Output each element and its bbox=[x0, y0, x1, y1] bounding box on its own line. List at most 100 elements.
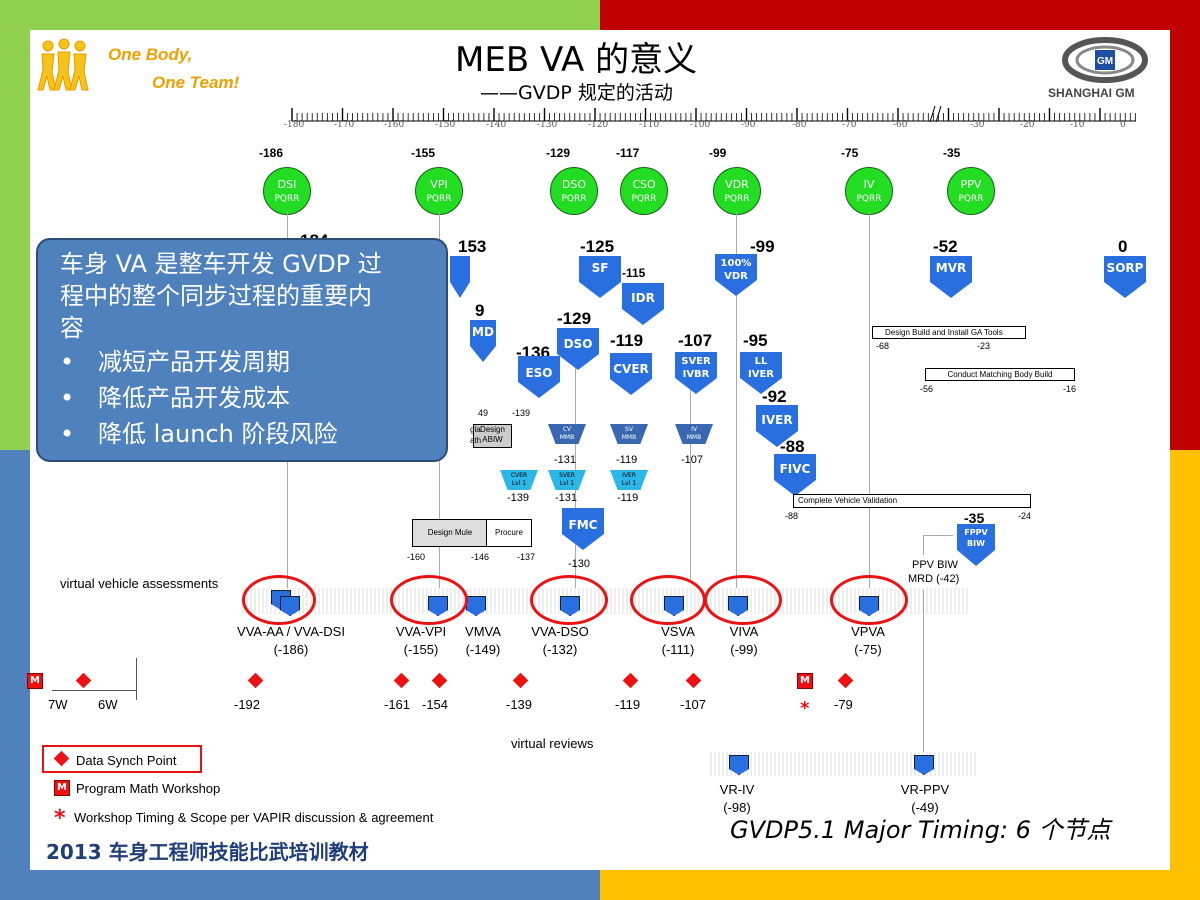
workshop-star-icon: * bbox=[800, 698, 810, 719]
fmc-label: FMC bbox=[568, 518, 598, 532]
ruler-tick-label: -80 bbox=[792, 120, 807, 130]
people-logo-icon bbox=[37, 38, 89, 91]
mvr-number: -52 bbox=[933, 237, 958, 256]
connector-line bbox=[736, 212, 737, 607]
bullet-text-2: 降低产品开发成本 bbox=[98, 384, 290, 412]
vva-highlight-ring bbox=[704, 575, 782, 625]
ppv-biw-label: PPV BIW bbox=[912, 559, 958, 571]
page-subtitle: ——GVDP 规定的活动 bbox=[480, 82, 673, 104]
ruler-tick-label: -70 bbox=[842, 120, 857, 130]
callout-bullet-1: •减短产品开发周期 bbox=[60, 344, 446, 380]
ruler-tick-label: -180 bbox=[284, 120, 305, 130]
idr-milestone: IDR bbox=[622, 283, 664, 325]
math-m: M bbox=[30, 675, 40, 686]
eso-label: ESO bbox=[525, 366, 553, 380]
bullet-text-3: 降低 launch 阶段风险 bbox=[98, 420, 338, 448]
synch-label: 7W bbox=[48, 697, 68, 712]
partial-number-9: 9 bbox=[475, 301, 485, 320]
logo-slogan-1: One Body, bbox=[108, 45, 193, 64]
synch-baseline bbox=[52, 690, 136, 691]
vva-item-name: VVA-AA / VVA-DSI bbox=[237, 624, 345, 639]
vva-highlight-ring bbox=[242, 575, 316, 625]
sver-label-1: SVER bbox=[681, 356, 711, 367]
sf-label: SF bbox=[591, 261, 609, 275]
partial-milestone-153 bbox=[450, 256, 470, 298]
footer-timing-note: GVDP5.1 Major Timing: 6 个节点 bbox=[730, 816, 1111, 844]
validation-from: -88 bbox=[785, 511, 799, 521]
mmb-sublabel: MMB bbox=[686, 434, 702, 441]
review-vr-iv: VR-IV(-98) bbox=[712, 781, 762, 817]
ga-tools-to: -23 bbox=[977, 341, 991, 351]
vva-item-name: VVA-VPI bbox=[395, 624, 447, 639]
sorp-number: 0 bbox=[1118, 237, 1128, 256]
ruler-tick-label: -130 bbox=[537, 120, 558, 130]
mmb-number: -107 bbox=[681, 454, 704, 466]
math-workshop-icon: M bbox=[27, 673, 43, 689]
math-workshop-icon: M bbox=[797, 673, 813, 689]
review-vr-ppv: VR-PPV(-49) bbox=[892, 781, 958, 817]
design-math-partial-2: ath bbox=[470, 436, 482, 445]
connector-line bbox=[869, 212, 870, 607]
mvr-milestone: MVR bbox=[930, 256, 972, 298]
data-synch-diamond-icon bbox=[247, 672, 264, 689]
ruler-tick-label: -10 bbox=[1070, 120, 1085, 130]
abiw-label: ABIW bbox=[482, 435, 503, 444]
design-mule-n3: -137 bbox=[517, 552, 536, 562]
vva-highlight-ring bbox=[830, 575, 908, 625]
callout-line-3: 容 bbox=[60, 314, 84, 342]
data-synch-diamond-icon bbox=[431, 672, 448, 689]
gate-label: IV bbox=[863, 178, 875, 191]
matching-body-bar: Conduct Matching Body Build bbox=[925, 368, 1075, 381]
synch-label: -119 bbox=[615, 697, 641, 712]
data-synch-diamond-icon bbox=[75, 672, 92, 689]
lvl-label: IVER bbox=[622, 472, 636, 479]
llive-label-2: IVER bbox=[748, 369, 774, 380]
fivc-number: -88 bbox=[780, 437, 805, 456]
gate-number: -35 bbox=[943, 146, 961, 160]
gate-label: VPI bbox=[430, 178, 448, 191]
synch-label: -79 bbox=[834, 697, 853, 712]
gate-sublabel: PQRR bbox=[958, 194, 984, 204]
vva-item-num: (-155) bbox=[403, 642, 439, 657]
logo-slogan-2: One Team! bbox=[152, 73, 240, 92]
mmb-number: -131 bbox=[554, 454, 577, 466]
ga-tools-from: -68 bbox=[876, 341, 890, 351]
callout-line-1: 车身 VA 是整车开发 GVDP 过 bbox=[60, 250, 382, 278]
synch-label: 6W bbox=[98, 697, 118, 712]
llive-number: -95 bbox=[743, 331, 768, 350]
gate-label: DSI bbox=[277, 178, 297, 191]
callout-bullet-3: •降低 launch 阶段风险 bbox=[60, 416, 446, 452]
ga-tools-label: Design Build and Install GA Tools bbox=[885, 328, 1003, 337]
legend-workshop-label: Workshop Timing & Scope per VAPIR discus… bbox=[74, 810, 434, 825]
design-mule-n1: -160 bbox=[407, 552, 426, 562]
vva-item: VVA-VPI (-155) bbox=[390, 623, 452, 659]
lvl-label: CVER bbox=[510, 472, 528, 479]
callout-line-2: 程中的整个同步过程的重要内 bbox=[60, 282, 372, 310]
vva-highlight-ring bbox=[630, 575, 706, 625]
mmb-label: SV bbox=[625, 426, 633, 433]
gate-label: DSO bbox=[561, 178, 587, 191]
ruler-tick-label: 0 bbox=[1120, 120, 1126, 130]
shanghai-gm-logo-icon: GM bbox=[1062, 37, 1148, 83]
legend-math-label: Program Math Workshop bbox=[76, 781, 221, 796]
ruler-tick-label: -110 bbox=[639, 120, 660, 130]
lvl-sublabel: Lvl 1 bbox=[559, 480, 575, 487]
review-marker-icon bbox=[729, 755, 749, 775]
gate-number: -186 bbox=[259, 146, 284, 160]
iver-number: -92 bbox=[762, 387, 787, 406]
vva-item-name: VMVA bbox=[465, 624, 501, 639]
dso-number: -129 bbox=[557, 309, 592, 328]
legend-synch-box bbox=[42, 745, 202, 773]
ruler-tick-label: -150 bbox=[435, 120, 456, 130]
connector-line bbox=[690, 385, 691, 580]
procure-bar: Procure bbox=[486, 519, 532, 547]
vva-item-name: VSVA bbox=[661, 624, 695, 639]
matching-from: -56 bbox=[920, 384, 934, 394]
vr-ppv-name: VR-PPV bbox=[900, 782, 950, 797]
